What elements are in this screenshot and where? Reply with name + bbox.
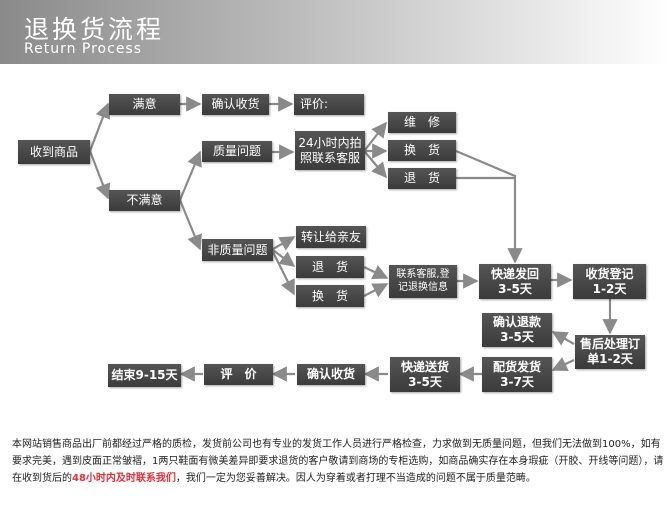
footer-highlight: 48小时内及时联系我们: [72, 473, 176, 484]
node-receipt-register: 收货登记 1-2天: [573, 264, 646, 299]
node-transfer: 转让给亲友: [296, 226, 366, 248]
node-express-return: 快递发回 3-5天: [479, 264, 551, 299]
node-exchange-quality: 换 货: [388, 140, 456, 161]
node-express-send: 快递送货 3-5天: [390, 357, 460, 392]
node-ship-delivery: 配货发货 3-7天: [482, 357, 552, 392]
node-unsatisfied: 不满意: [109, 190, 180, 211]
node-confirm-refund: 确认退款 3-5天: [482, 313, 552, 347]
node-rate-bottom: 评 价: [204, 364, 273, 385]
page-title: 退换货流程: [24, 15, 165, 44]
node-rate-top: 评价:: [294, 94, 364, 115]
node-confirm-receipt-top: 确认收货: [202, 94, 269, 115]
node-return-non-quality: 退 货: [296, 256, 364, 278]
footer-text-2: ，我们一定为您妥善解决。因人为穿着或者打理不当造成的问题不属于质量范畴。: [175, 473, 536, 484]
footer-text-1: 本网站销售商品出厂前都经过严格的质检，发货前公司也有专业的发货工作人员进行严格检…: [12, 439, 664, 484]
node-confirm-receipt-bottom: 确认收货: [297, 364, 365, 385]
node-contact-cs-24h: 24小时内拍照联系客服: [295, 131, 365, 170]
node-quality-issue: 质量问题: [202, 141, 272, 162]
node-end: 结束9-15天: [108, 364, 181, 387]
node-received: 收到商品: [18, 140, 90, 164]
node-return-quality: 退 货: [388, 168, 456, 189]
node-after-sales: 售后处理订单1-2天: [575, 335, 645, 369]
node-cs-register: 联系客服,登记退换信息: [389, 265, 457, 298]
node-non-quality-issue: 非质量问题: [202, 239, 273, 261]
header-banner: 退换货流程 Return Process: [0, 0, 670, 64]
node-repair: 维 修: [388, 112, 456, 133]
node-exchange-non-quality: 换 货: [296, 285, 364, 307]
page-subtitle: Return Process: [24, 41, 143, 57]
node-satisfied: 满意: [109, 94, 180, 115]
footer-note: 本网站销售商品出厂前都经过严格的质检，发货前公司也有专业的发货工作人员进行严格检…: [12, 436, 664, 487]
